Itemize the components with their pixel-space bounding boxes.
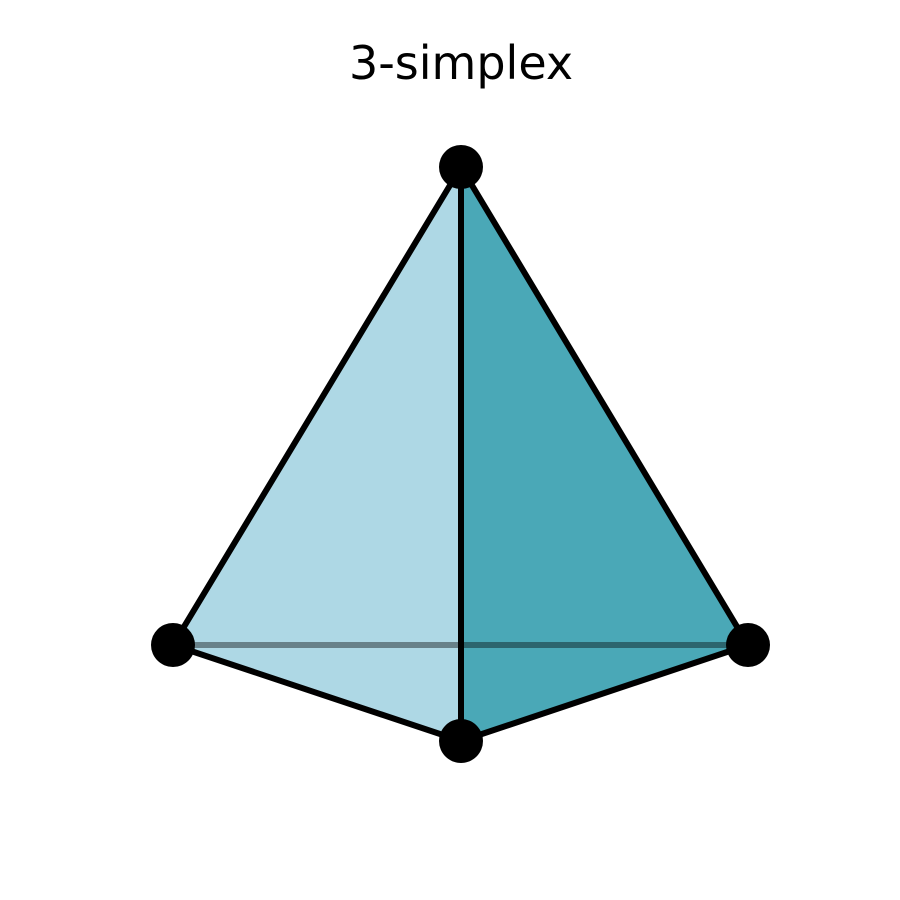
edge-top-right (458, 164, 751, 648)
edge-left-front (170, 642, 464, 744)
vertex-top (439, 145, 483, 189)
vertex-left (151, 623, 195, 667)
vertices (151, 145, 770, 763)
edge-top-left (170, 164, 464, 648)
vertex-right (726, 623, 770, 667)
vertex-front (439, 719, 483, 763)
right-face (461, 167, 748, 741)
edge-right-front (458, 642, 751, 744)
left-face (173, 167, 461, 741)
diagram-title: 3-simplex (348, 36, 574, 90)
edges (170, 164, 751, 744)
